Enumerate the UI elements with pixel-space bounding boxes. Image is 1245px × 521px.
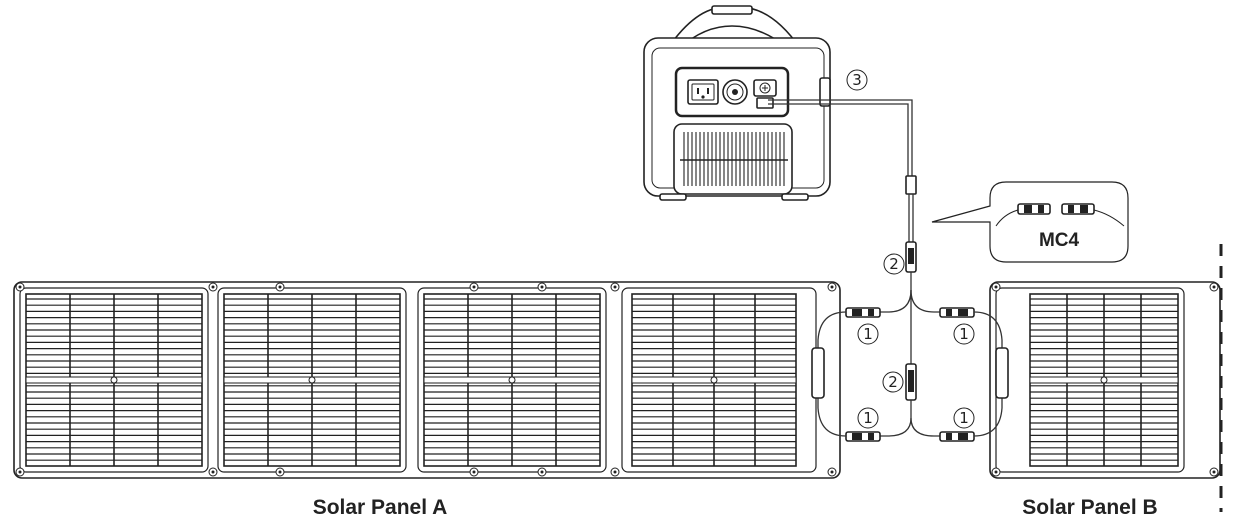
step-number-1-lower-left: 1	[863, 409, 873, 427]
upper-branch-right	[910, 289, 940, 313]
lower-branch-right	[910, 417, 940, 437]
lower-branch-left	[880, 400, 912, 437]
panel-a-junction-box	[811, 347, 825, 399]
step-number-1-upper-right: 1	[959, 325, 969, 343]
callout-bubble	[931, 181, 1129, 263]
mc4-label: MC4	[1039, 230, 1080, 251]
cable-sleeve	[905, 175, 917, 195]
solar-panel-b-section-1	[995, 287, 1185, 473]
solar-panel-a-section-4	[621, 287, 817, 473]
step-marker-2-lower: 2	[882, 371, 904, 393]
upper-y-connector-band	[908, 248, 914, 264]
mc4-connector-upper-right	[939, 307, 975, 318]
callout-cable-right	[1093, 209, 1125, 227]
step-marker-2-upper: 2	[883, 253, 905, 275]
solar-panel-a-section-1	[19, 287, 209, 473]
step-number-2-lower: 2	[888, 373, 898, 391]
solar-panels	[13, 281, 1221, 479]
power-station-top-tab	[711, 5, 753, 15]
cable-layout	[768, 99, 1009, 442]
step-number-2-upper: 2	[889, 255, 899, 273]
mc4-socket-icon	[1061, 203, 1095, 215]
step-marker-3: 3	[846, 69, 868, 91]
mc4-plug-icon	[1017, 203, 1051, 215]
mc4-connector-lower-right	[939, 431, 975, 442]
callout-cable-left	[995, 209, 1019, 227]
mc4-connector-upper-left	[845, 307, 881, 318]
solar-panel-a-label: Solar Panel A	[313, 496, 448, 519]
step-number-1-upper-left: 1	[863, 325, 873, 343]
solar-panel-a-section-2	[217, 287, 407, 473]
solar-input-port-icon	[753, 79, 777, 109]
mc4-callout: MC4	[931, 181, 1129, 263]
step-marker-1-upper-right: 1	[953, 323, 975, 345]
upper-branch-left	[880, 272, 912, 313]
step-marker-1-lower-right: 1	[953, 407, 975, 429]
power-station	[643, 5, 831, 201]
solar-panel-a-section-3	[417, 287, 607, 473]
output-cable	[768, 99, 913, 176]
panel-b-junction-box	[995, 347, 1009, 399]
power-station-foot-right	[781, 193, 809, 201]
step-marker-1-lower-left: 1	[857, 407, 879, 429]
mc4-connector-lower-left	[845, 431, 881, 442]
step-number-3: 3	[852, 71, 862, 89]
step-marker-1-upper-left: 1	[857, 323, 879, 345]
solar-panel-b-label: Solar Panel B	[1022, 496, 1157, 519]
output-cable-inner	[768, 103, 909, 176]
vent-slats	[680, 132, 788, 186]
power-station-side	[819, 77, 831, 107]
power-station-foot-left	[659, 193, 687, 201]
dc-port-icon	[722, 79, 748, 105]
ac-outlet-icon	[687, 79, 719, 105]
step-number-1-lower-right: 1	[959, 409, 969, 427]
lower-y-connector-band	[908, 370, 914, 392]
